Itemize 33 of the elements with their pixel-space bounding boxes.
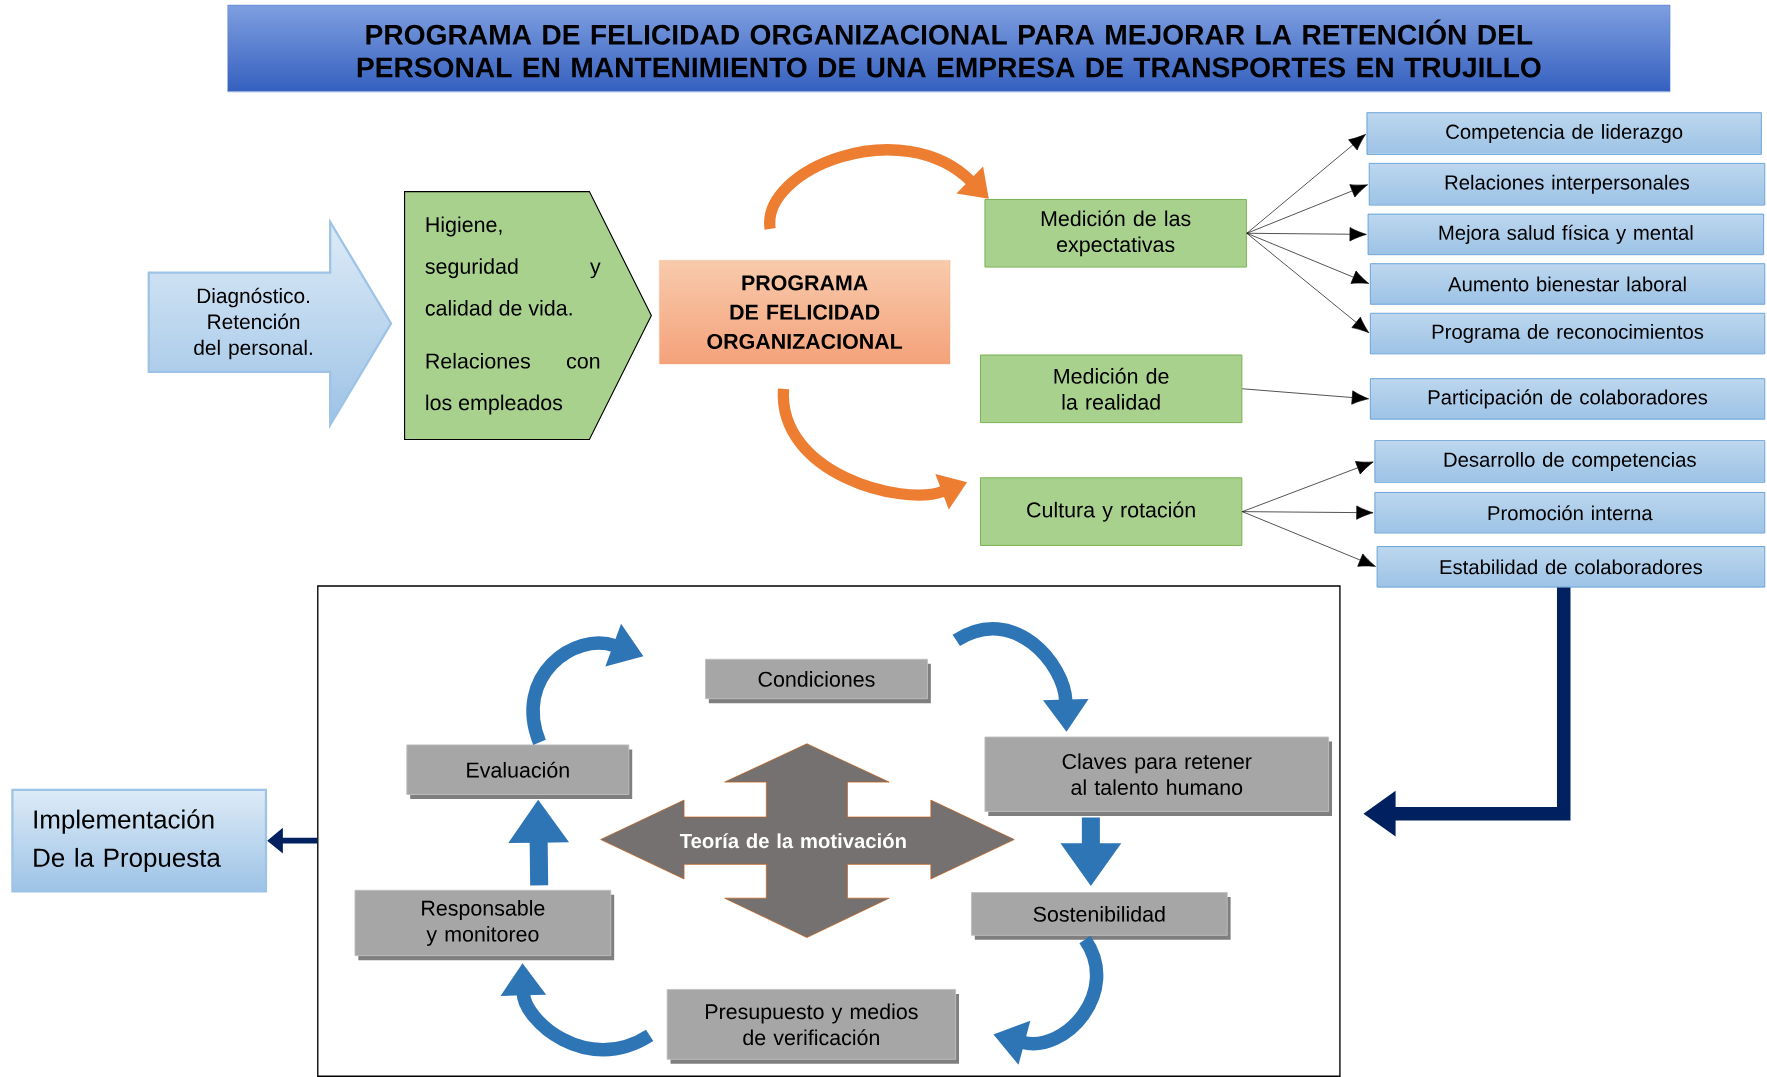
process-box: Sostenibilidad <box>970 891 1231 940</box>
item-box: Mejora salud física y mental <box>1367 213 1765 255</box>
process-box: Claves para retener al talento humano <box>984 736 1333 816</box>
process-box: Implementación De la Propuesta <box>11 788 268 893</box>
arrow <box>1242 461 1374 512</box>
process-box: Cultura y rotación <box>979 477 1243 546</box>
process-box: Condiciones <box>705 658 931 704</box>
item-box: Participación de colaboradores <box>1369 378 1766 420</box>
process-box: PROGRAMA DE FELICIDAD ORGANIZACIONAL <box>659 259 951 365</box>
item-box: Programa de reconocimientos <box>1369 312 1766 355</box>
pentagon-box: Higiene, seguridad y calidad de vida. Relaciones con los empleados <box>404 190 652 440</box>
arrow <box>1246 227 1367 242</box>
process-box: Medición de la realidad <box>979 354 1243 423</box>
arrow <box>1246 133 1366 234</box>
process-box: Medición de las expectativas <box>984 198 1247 268</box>
process-box: Evaluación <box>406 744 633 799</box>
item-box: Desarrollo de competencias <box>1374 440 1766 483</box>
frame-box <box>317 585 1341 1077</box>
arrow <box>1242 388 1369 405</box>
item-box: Estabilidad de colaboradores <box>1376 545 1766 588</box>
item-box: Competencia de liderazgo <box>1366 112 1762 155</box>
process-box: Responsable y monitoreo <box>354 889 615 960</box>
arrow <box>1246 232 1370 333</box>
item-box: Relaciones interpersonales <box>1368 162 1766 206</box>
title-banner: PROGRAMA DE FELICIDAD ORGANIZACIONAL PARA MEJORAR LA RETENCIÓN DEL PERSONAL EN MANTENIMIENTO DE UNA EMPRESA DE TRANSPORTES EN TRUJILLO <box>227 4 1671 92</box>
item-box: Aumento bienestar laboral <box>1369 263 1766 305</box>
item-box: Promoción interna <box>1374 491 1766 534</box>
process-box: Presupuesto y medios de verificación <box>666 988 959 1064</box>
arrow <box>1242 505 1374 520</box>
arrow <box>1246 232 1370 284</box>
arrow <box>1242 511 1376 567</box>
arrow-shaped-box: Diagnóstico. Retención del personal. <box>147 217 393 429</box>
arrow <box>1246 184 1368 234</box>
